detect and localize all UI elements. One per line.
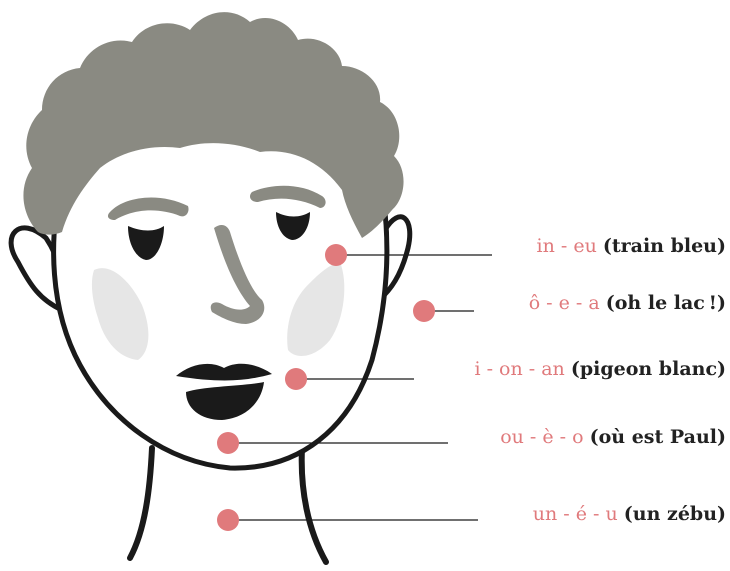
label-sounds: ou - è - o [500, 426, 583, 448]
label-sounds: i - on - an [474, 358, 564, 380]
label-o-e-a: ô - e - a (oh le lac !) [529, 292, 726, 314]
label-un-e-u: un - é - u (un zébu) [533, 503, 726, 525]
marker-dot [285, 368, 307, 390]
label-example: (où est Paul) [590, 426, 726, 448]
label-example: (oh le lac !) [606, 292, 726, 314]
label-sounds: in - eu [537, 235, 597, 257]
label-i-on-an: i - on - an (pigeon blanc) [474, 358, 726, 380]
label-in-eu: in - eu (train bleu) [537, 235, 726, 257]
label-sounds: un - é - u [533, 503, 618, 525]
marker-dot [217, 432, 239, 454]
label-ou-e-o: ou - è - o (où est Paul) [500, 426, 726, 448]
label-example: (pigeon blanc) [571, 358, 726, 380]
marker-dot [413, 300, 435, 322]
label-example: (un zébu) [624, 503, 726, 525]
marker-dot [325, 244, 347, 266]
label-sounds: ô - e - a [529, 292, 600, 314]
marker-dot [217, 509, 239, 531]
label-example: (train bleu) [603, 235, 726, 257]
